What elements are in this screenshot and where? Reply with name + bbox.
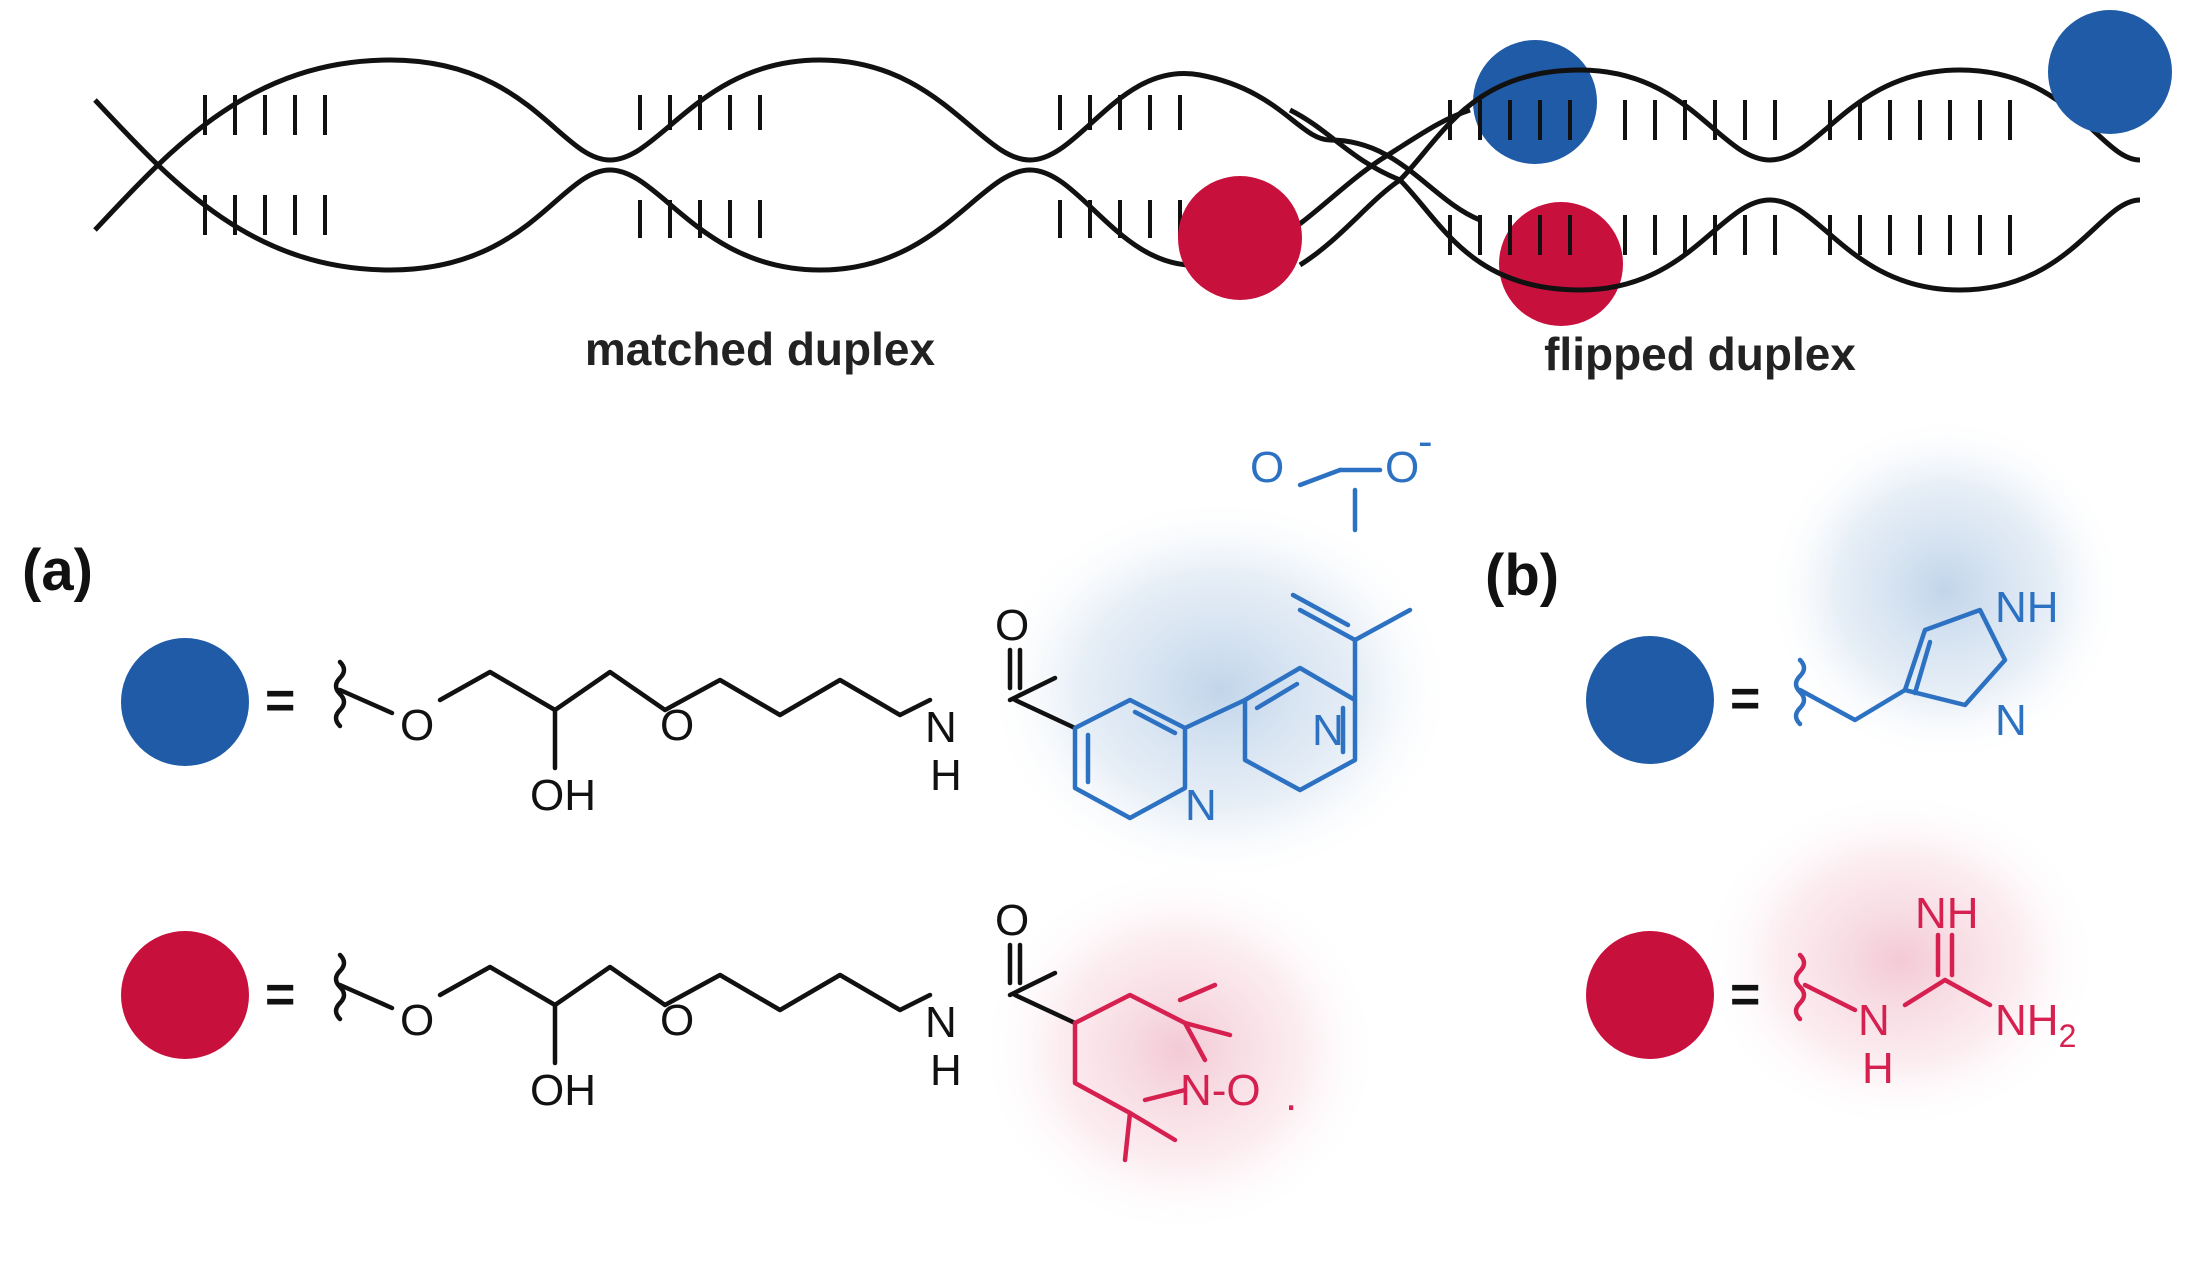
flipped-duplex-blue-marker [2048,10,2172,134]
hydroxyl-label: OH [530,771,596,820]
panel-b-red-marker [1586,931,1714,1059]
amide-oxygen: O [995,896,1029,945]
pyridine-nitrogen-1: N [1185,781,1217,830]
panel-a: (a) = O O OH O N H [22,417,1433,1163]
guanidine-h: H [1862,1044,1894,1093]
panel-b-blue-row: = NH N [1586,583,2059,764]
wavy-bond-icon [1793,952,1807,1022]
nitroxide-label: N-O [1180,1066,1261,1115]
panel-a-label: (a) [22,538,93,603]
pyridine-nitrogen-2: N [1312,706,1344,755]
panel-a-blue-linker [337,647,1078,771]
matched-duplex-base-pairs [203,95,1182,238]
panel-a-red-glow [980,865,1380,1235]
radical-dot: . [1285,1071,1297,1120]
carboxylate-oxygen-1: O [1250,443,1284,492]
panel-b: (b) = NH N = NH N [1485,543,2076,1093]
panel-b-blue-equals: = [1730,670,1760,728]
imidazole-structure [1797,607,2008,723]
matched-duplex-blue-marker [1473,40,1597,164]
tempo-structure [1072,982,1233,1163]
ether-oxygen-2: O [660,701,694,750]
panel-a-blue-row: = O O OH O N H [121,417,1433,830]
amide-oxygen: O [995,601,1029,650]
amide-nitrogen: N [925,998,957,1047]
panel-a-red-row: = O O OH O N H [121,896,1297,1163]
imidazole-nh: NH [1995,583,2059,632]
panel-a-blue-marker [121,638,249,766]
carboxylate-oxygen-2: O [1385,443,1419,492]
panel-a-blue-glow [985,495,1455,885]
flipped-duplex-red-marker [1178,176,1302,300]
panel-a-red-marker [121,931,249,1059]
panel-a-red-linker [337,942,1078,1066]
panel-b-red-glow [1700,790,2100,1130]
panel-b-blue-marker [1586,636,1714,764]
guanidine-nh2-base: NH [1995,996,2059,1045]
amide-nitrogen: N [925,703,957,752]
guanidine-nh-top: NH [1915,889,1979,938]
amide-hydrogen: H [930,751,962,800]
panel-a-red-equals: = [265,966,295,1024]
amide-hydrogen: H [930,1046,962,1095]
imidazole-n: N [1995,696,2027,745]
flipped-duplex-base-pairs [1448,100,2012,255]
ether-oxygen-2: O [660,996,694,1045]
panel-a-blue-equals: = [265,672,295,730]
flipped-duplex: flipped duplex [1178,10,2172,380]
bipyridine-structure [1072,592,1413,821]
matched-duplex-caption: matched duplex [585,323,936,375]
panel-b-red-equals: = [1730,966,1760,1024]
wavy-bond-icon [333,659,347,729]
flipped-duplex-caption: flipped duplex [1544,328,1856,380]
guanidine-nh2-subscript: 2 [2059,1018,2077,1054]
matched-duplex: matched duplex [93,40,1623,375]
panel-b-red-row: = NH N H NH2 [1586,889,2076,1093]
ether-oxygen-1: O [400,996,434,1045]
guanidine-structure [1802,932,1993,1013]
guanidine-n: N [1858,996,1890,1045]
carboxylate-bonds [1297,467,1383,533]
carboxylate-charge: - [1418,417,1433,466]
panel-b-label: (b) [1485,543,1559,608]
hydroxyl-label: OH [530,1066,596,1115]
panel-b-blue-glow [1765,415,2125,765]
guanidine-nh2: NH2 [1995,996,2076,1054]
ether-oxygen-1: O [400,701,434,750]
matched-duplex-red-marker [1499,202,1623,326]
